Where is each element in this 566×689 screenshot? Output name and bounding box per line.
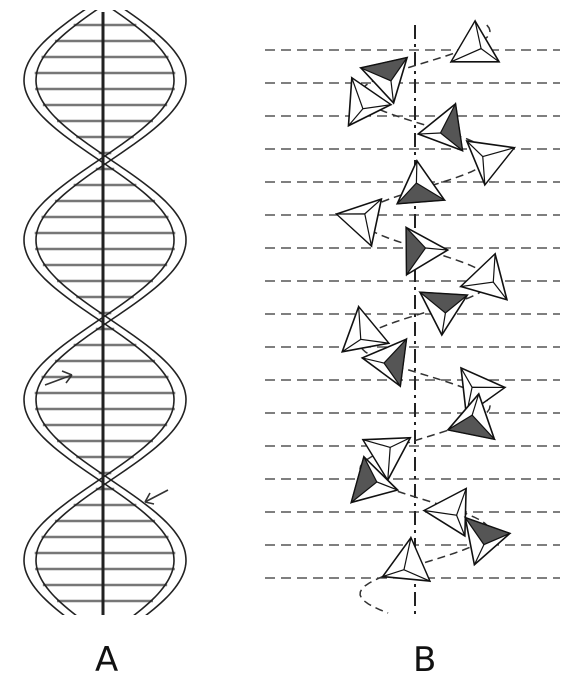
tetrahedron <box>451 21 499 62</box>
tetrahedron <box>383 538 444 601</box>
tetrahedron <box>461 141 514 188</box>
panel-a-label: A <box>95 640 118 680</box>
tetrahedron <box>418 104 481 166</box>
tetrahedron <box>386 215 448 275</box>
tetrahedron <box>465 510 514 565</box>
tetrahedron <box>383 161 444 224</box>
tetrahedron <box>332 191 382 246</box>
tetrahedron <box>461 247 518 299</box>
tetrahedral-helix <box>265 21 560 615</box>
panel-b-label: B <box>413 640 436 680</box>
